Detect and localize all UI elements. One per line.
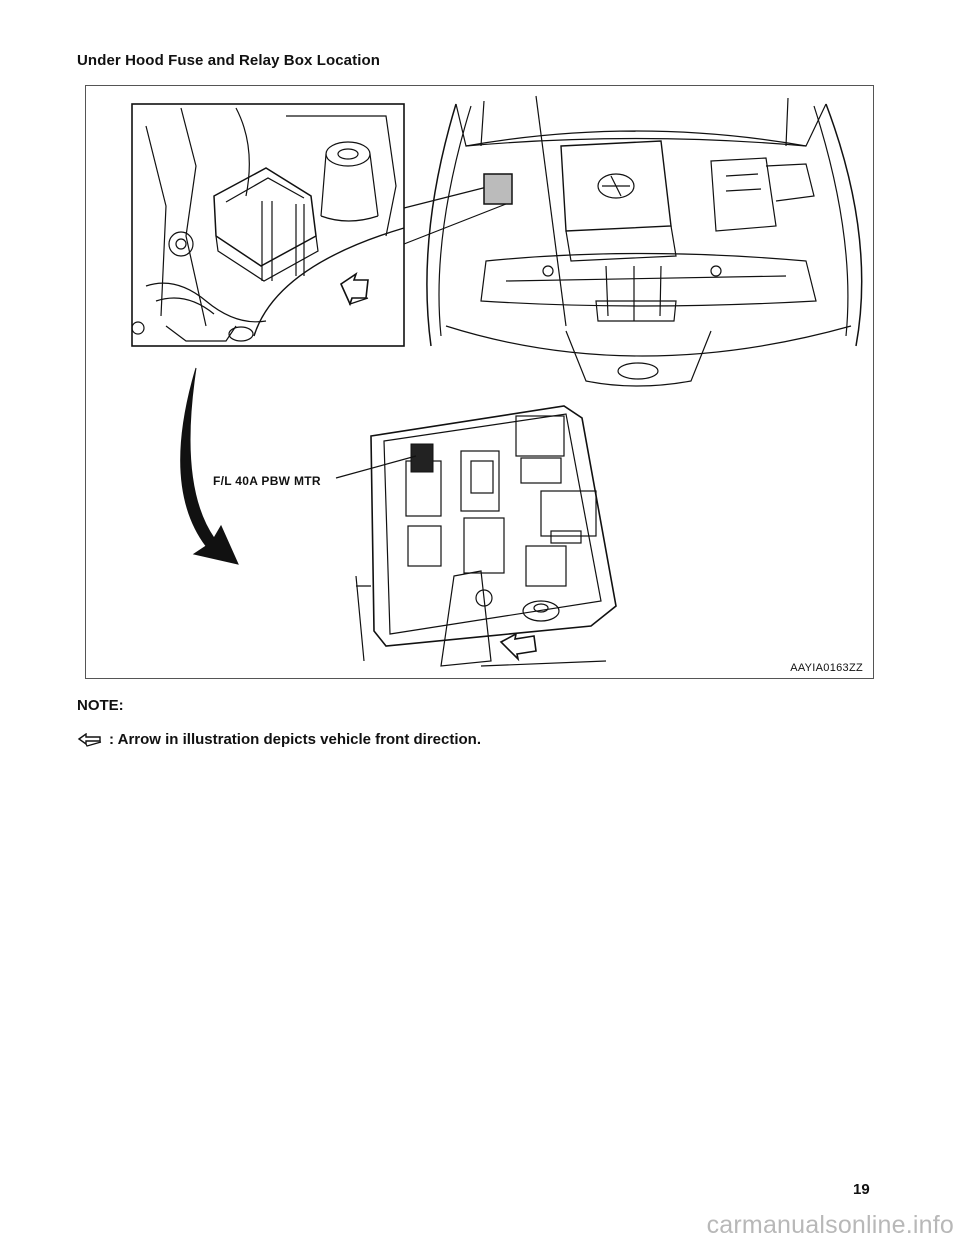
- section-title: Under Hood Fuse and Relay Box Location: [77, 52, 381, 69]
- watermark: carmanualsonline.info: [706, 1211, 954, 1239]
- front-direction-arrow-icon: [77, 732, 102, 747]
- page-number: 19: [853, 1181, 870, 1198]
- engine-bay-line-drawing: [131, 95, 863, 667]
- engine-bay-illustration: F/L 40A PBW MTR AAYIA0163ZZ: [85, 85, 874, 679]
- note-line: : Arrow in illustration depicts vehicle …: [77, 731, 481, 748]
- callout-label: F/L 40A PBW MTR: [213, 474, 321, 488]
- note-text: : Arrow in illustration depicts vehicle …: [109, 731, 481, 748]
- note-heading: NOTE:: [77, 697, 124, 714]
- figure-code: AAYIA0163ZZ: [790, 662, 863, 674]
